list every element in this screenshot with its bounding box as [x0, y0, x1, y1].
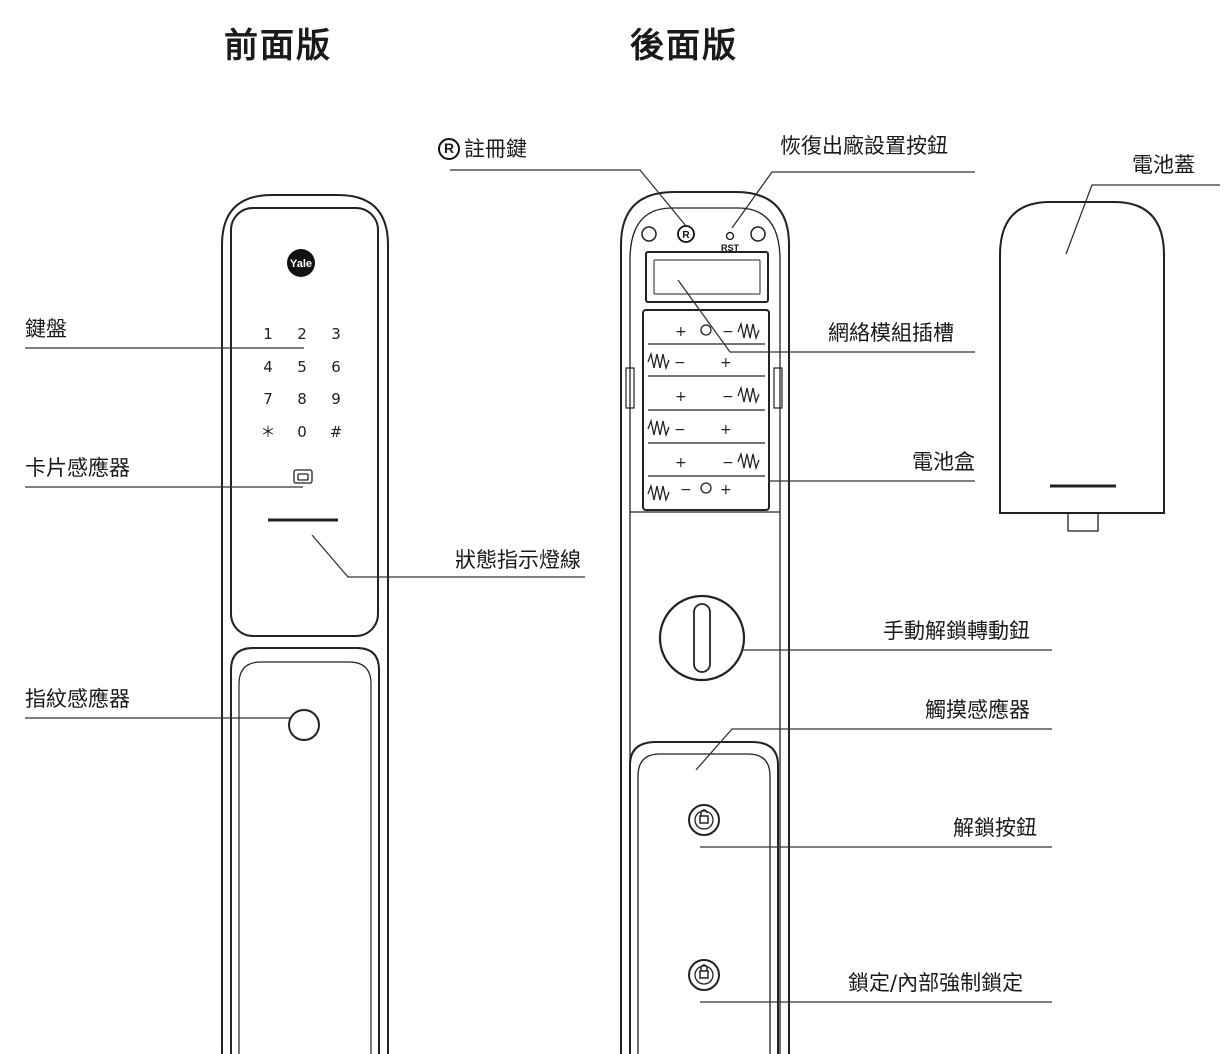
key-8[interactable]: 8: [297, 390, 307, 408]
battery-sign-plus: +: [720, 482, 732, 498]
rst-label: RST: [721, 243, 740, 253]
key-9[interactable]: 9: [331, 390, 341, 408]
battery-box: [642, 309, 770, 511]
battery-box-label: 電池盒: [912, 450, 975, 474]
battery-sign-minus: −: [722, 324, 734, 340]
battery-sign-plus: +: [675, 389, 687, 405]
unlock-button: [688, 804, 720, 836]
back-panel-title: 後面版: [630, 26, 738, 66]
fingerprint-sensor: [288, 709, 320, 741]
key-star[interactable]: ＊: [260, 423, 275, 441]
key-5[interactable]: 5: [297, 358, 307, 376]
network-module-slot: [645, 251, 769, 303]
front-grip: [230, 647, 380, 1054]
reset-hole-icon: [725, 231, 735, 241]
fingerprint-sensor-label: 指紋感應器: [25, 687, 130, 711]
battery-sign-minus: −: [674, 422, 686, 438]
lock-button-label: 鎖定/內部強制鎖定: [848, 971, 1024, 995]
key-7[interactable]: 7: [263, 390, 273, 408]
battery-sign-plus: +: [675, 324, 687, 340]
spring-icon: [737, 321, 760, 341]
front-keypad-screen: [230, 207, 379, 637]
unlock-padlock-icon: [699, 815, 709, 824]
screw-icon: [700, 324, 712, 336]
brand-logo-text: Yale: [290, 258, 312, 270]
key-1[interactable]: 1: [263, 325, 273, 343]
touch-sensor-label: 觸摸感應器: [925, 698, 1030, 722]
battery-signs: + − − + + − − + + − − +: [674, 324, 734, 498]
front-panel: [221, 194, 389, 1054]
card-sensor-label: 卡片感應器: [25, 456, 130, 480]
status-light-label: 狀態指示燈線: [455, 548, 581, 572]
key-hash[interactable]: #: [330, 423, 343, 441]
svg-text:R: R: [682, 230, 690, 241]
battery-sign-minus: −: [680, 482, 692, 498]
screw-icon: [641, 226, 657, 242]
callout-lines: [25, 169, 1220, 1003]
lock-padlock-shackle: [700, 964, 708, 971]
battery-sign-minus: −: [722, 455, 734, 471]
battery-sign-plus: +: [720, 355, 732, 371]
network-slot-label: 網絡模組插槽: [828, 321, 954, 345]
register-key-callout: R 註冊鍵: [438, 136, 527, 162]
unlock-button-label: 解鎖按鈕: [953, 816, 1037, 840]
spring-icon: [647, 483, 670, 503]
key-4[interactable]: 4: [263, 358, 273, 376]
spring-icon: [647, 418, 670, 438]
register-key-icon: R: [677, 225, 695, 243]
keypad-label: 鍵盤: [25, 317, 67, 341]
lock-padlock-icon: [699, 970, 709, 979]
card-icon: [293, 469, 313, 484]
spring-icon: [737, 451, 760, 471]
back-panel: [620, 191, 790, 1054]
register-key-label: 註冊鍵: [464, 137, 527, 161]
front-panel-title: 前面版: [224, 26, 332, 66]
battery-sign-plus: +: [675, 455, 687, 471]
key-2[interactable]: 2: [297, 325, 307, 343]
lock-button: [688, 959, 720, 991]
keypad-grid: 1 2 3 4 5 6 7 8 9 ＊ 0 #: [260, 325, 342, 441]
battery-cover: [999, 201, 1165, 532]
manual-knob: [658, 594, 746, 682]
battery-cover-label: 電池蓋: [1132, 153, 1195, 177]
key-3[interactable]: 3: [331, 325, 341, 343]
battery-sign-plus: +: [720, 422, 732, 438]
key-0[interactable]: 0: [297, 423, 307, 441]
registered-r-icon: R: [438, 138, 460, 160]
factory-reset-label: 恢復出廠設置按鈕: [780, 134, 948, 158]
spring-icon: [647, 351, 670, 371]
yale-logo-icon: [287, 249, 315, 277]
unlock-padlock-shackle: [700, 809, 708, 816]
battery-sign-minus: −: [674, 355, 686, 371]
screw-icon: [700, 482, 712, 494]
battery-sign-minus: −: [722, 389, 734, 405]
screw-icon: [750, 226, 766, 242]
spring-icon: [737, 385, 760, 405]
key-6[interactable]: 6: [331, 358, 341, 376]
back-grip: [629, 741, 779, 1054]
manual-knob-label: 手動解鎖轉動鈕: [883, 619, 1030, 643]
